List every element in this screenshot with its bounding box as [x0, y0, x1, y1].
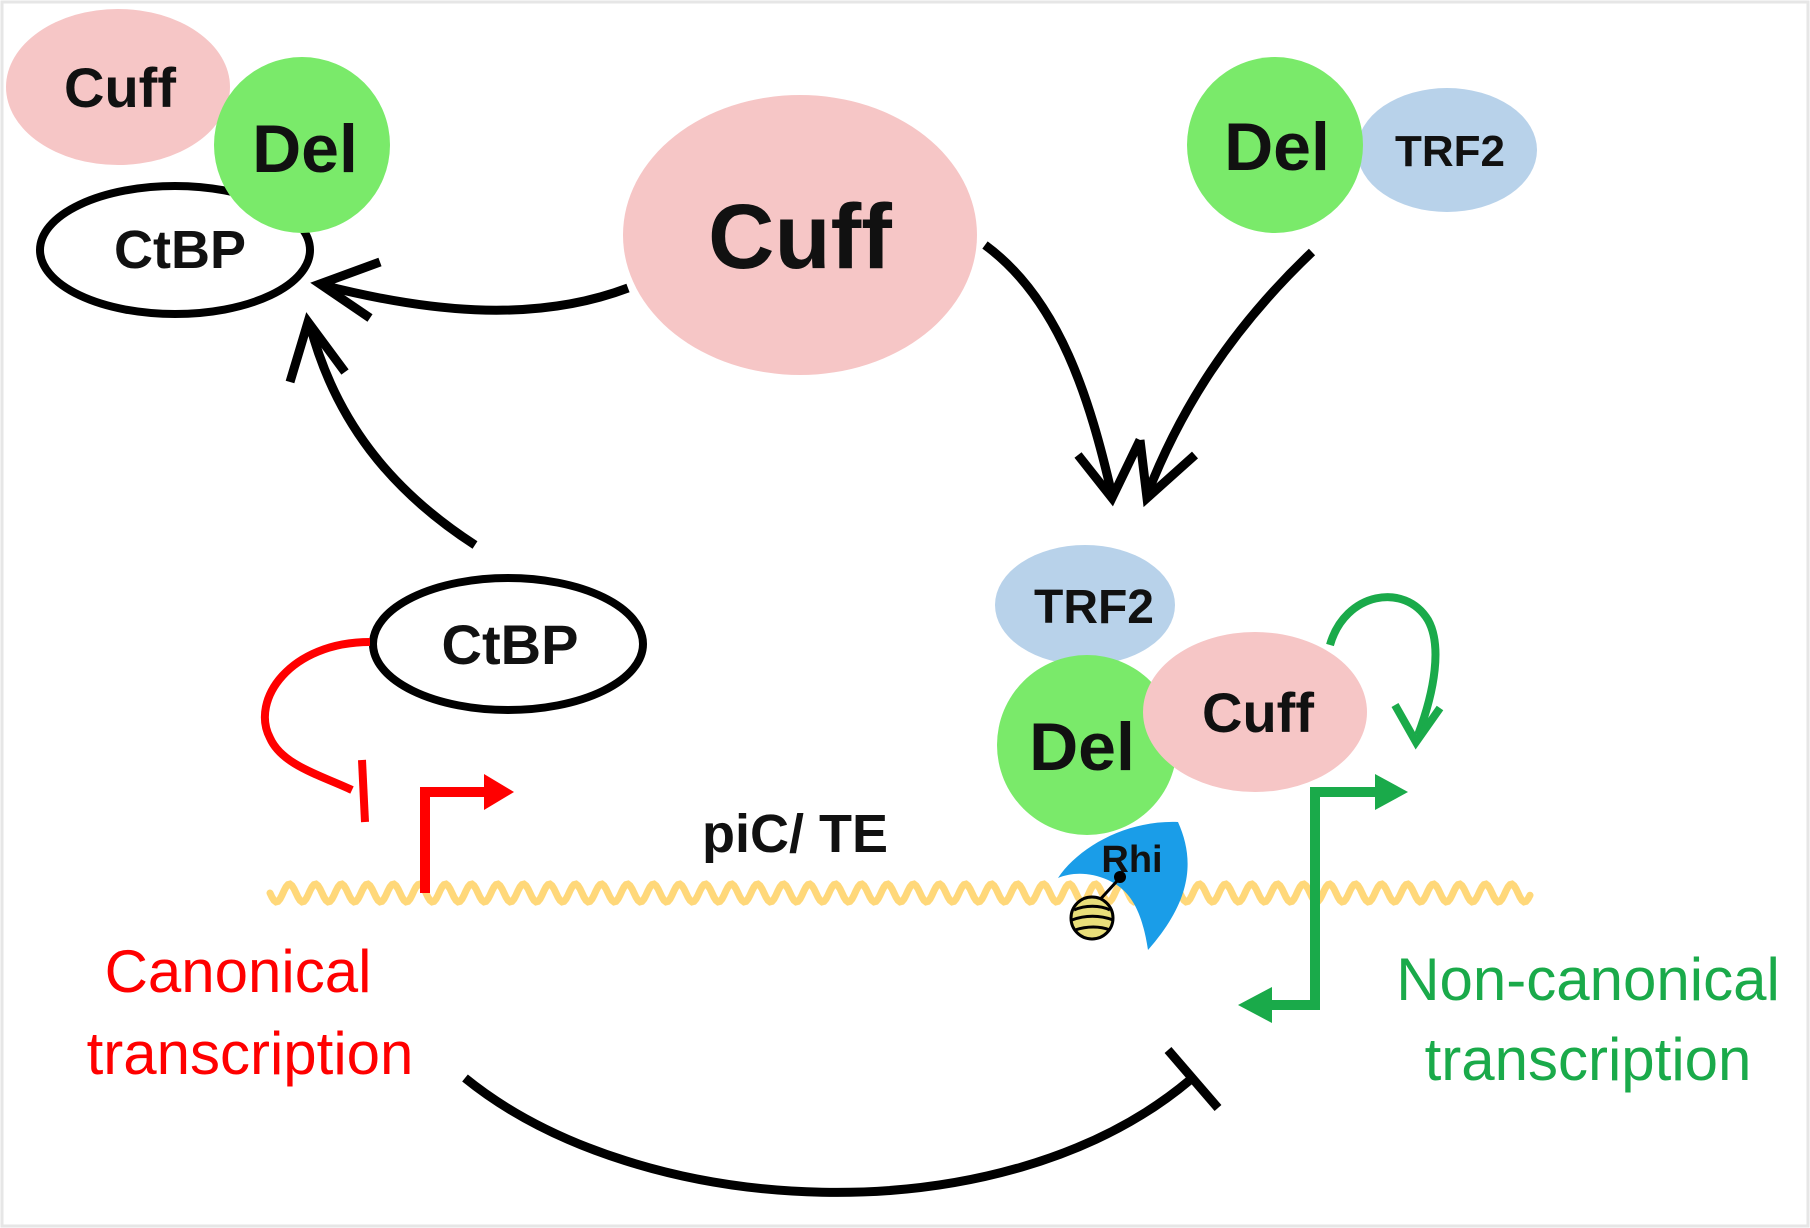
- cuff-feedback-arrowhead: [1391, 703, 1444, 750]
- canonical-promoter-arrow: [420, 787, 488, 893]
- sense-arrowhead: [1375, 774, 1408, 810]
- lower-cuff-label: Cuff: [1202, 681, 1314, 744]
- arrowhead-deltrf2-to-chromatin: [1135, 439, 1199, 508]
- lower-right-complex: TRF2 Del Cuff Rhi: [995, 545, 1367, 950]
- topleft-del-shape: [214, 57, 390, 233]
- dna-label: piC/ TE: [702, 804, 888, 864]
- canonical-label-line1: Canonical: [105, 938, 372, 1005]
- topleft-cuff-shape: [6, 9, 230, 165]
- center-cuff-shape: [623, 95, 977, 375]
- arrow-deltrf2-to-chromatin: [1142, 248, 1316, 497]
- lower-del-label: Del: [1029, 709, 1135, 785]
- topright-trf2-shape: [1357, 88, 1537, 212]
- topright-del-label: Del: [1224, 109, 1330, 185]
- noncanonical-elements: [1238, 593, 1444, 1023]
- lower-ctbp-label: CtBP: [442, 613, 579, 676]
- topright-del-shape: [1187, 57, 1363, 233]
- cuff-feedback-arrow: [1326, 593, 1440, 737]
- topright-complex: Del TRF2: [1187, 57, 1537, 233]
- nucleosome-tip: [1114, 871, 1126, 883]
- canonical-elements: [261, 638, 514, 893]
- canonical-label-line2: transcription: [87, 1020, 414, 1087]
- lower-ctbp: CtBP: [369, 574, 647, 714]
- center-cuff: Cuff: [623, 95, 977, 375]
- dna-strand: [266, 880, 1534, 906]
- inhibition-bar-bottom: [1164, 1047, 1222, 1111]
- noncanonical-label-line2: transcription: [1425, 1026, 1752, 1093]
- antisense-arrowhead: [1238, 987, 1272, 1023]
- arrow-ctbp-to-complex: [305, 323, 478, 549]
- arrowhead-cuff-to-ctbp: [310, 257, 382, 322]
- arrowhead-cuff-to-chromatin: [1074, 438, 1145, 507]
- arrowhead-ctbp-to-complex: [285, 312, 349, 384]
- topleft-del-label: Del: [252, 111, 358, 187]
- ctbp-inhibition-bar: [358, 759, 369, 823]
- sense-promoter-arrow: [1310, 787, 1380, 800]
- inhibition-canonical-to-noncanonical: [462, 1074, 1193, 1197]
- nucleosome-icon: [1069, 895, 1115, 941]
- antisense-promoter-arrow: [1268, 792, 1320, 1010]
- black-arrows: [285, 241, 1316, 1197]
- canonical-arrowhead: [484, 774, 514, 810]
- lower-ctbp-shape: [369, 574, 647, 714]
- center-cuff-label: Cuff: [708, 186, 892, 288]
- topright-trf2-label: TRF2: [1395, 127, 1505, 176]
- rhi-label: Rhi: [1101, 839, 1162, 881]
- topleft-ctbp-label: CtBP: [114, 220, 246, 280]
- topleft-ctbp-shape: [36, 182, 314, 318]
- arrow-cuff-to-chromatin: [982, 241, 1117, 497]
- noncanonical-label-line1: Non-canonical: [1396, 946, 1780, 1013]
- lower-trf2-label: TRF2: [1034, 581, 1154, 634]
- rhi-shape: [1058, 821, 1188, 950]
- lower-cuff-shape: [1143, 632, 1367, 792]
- lower-del-shape: [997, 655, 1177, 835]
- topleft-cuff-label: Cuff: [64, 56, 176, 119]
- lower-trf2-shape: [995, 545, 1175, 665]
- ctbp-inhibition-curve: [261, 638, 371, 794]
- arrow-cuff-to-ctbp: [320, 280, 630, 315]
- topleft-complex: Cuff Del CtBP: [6, 9, 390, 318]
